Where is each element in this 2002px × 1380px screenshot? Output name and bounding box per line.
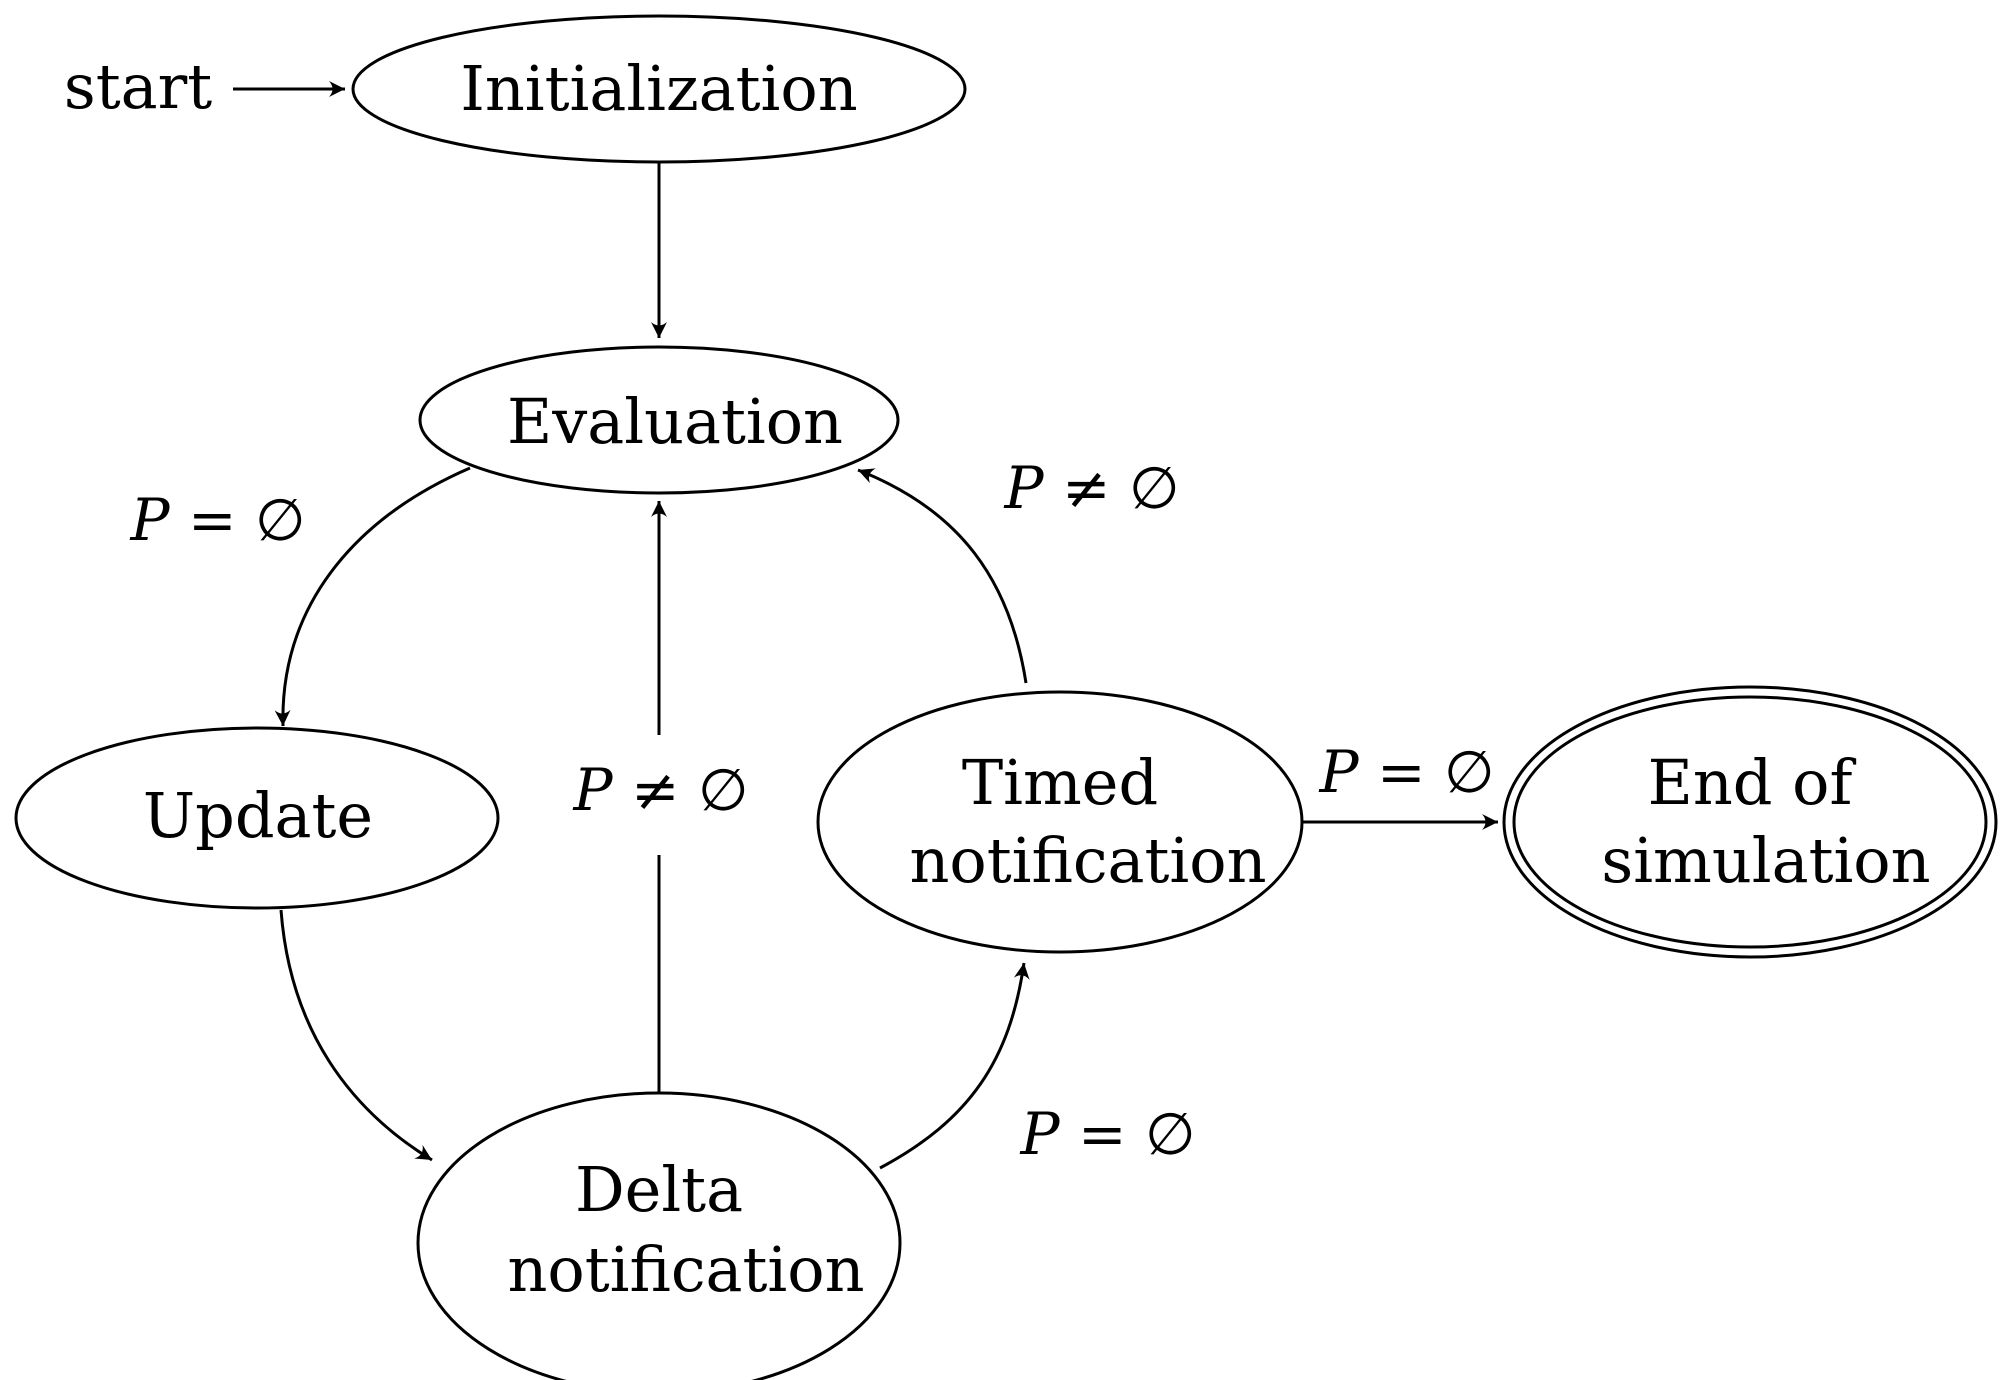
edge-delta-to-timed	[879, 962, 1030, 1170]
edge-label-timed-to-eval-op: ≠ ∅	[1044, 454, 1180, 522]
nodes	[14, 14, 1998, 1380]
edge-label-timed-to-eval: P ≠ ∅	[1003, 454, 1179, 522]
edge-label-delta-to-eval-var: P	[572, 756, 613, 824]
edge-label-delta-to-timed-op: = ∅	[1060, 1100, 1196, 1168]
edge-label-timed-to-end: P = ∅	[1318, 738, 1494, 806]
node-initialization	[351, 14, 967, 164]
edges	[233, 81, 1498, 1170]
edge-update-to-delta	[279, 909, 433, 1162]
end-label-line1: End of	[1648, 746, 1857, 819]
edge-label-delta-to-timed: P = ∅	[1019, 1100, 1195, 1168]
timed-label-line1: Timed	[962, 746, 1158, 819]
node-evaluation	[418, 345, 900, 495]
end-label-line2: simulation	[1601, 824, 1930, 897]
edge-label-delta-to-eval-op: ≠ ∅	[613, 756, 749, 824]
edge-labels: P = ∅ P ≠ ∅ P ≠ ∅ P = ∅ P = ∅	[129, 454, 1494, 1168]
edge-label-eval-to-update-op: = ∅	[170, 486, 306, 554]
node-delta-notification	[416, 1091, 902, 1380]
delta-label-line1: Delta	[575, 1153, 743, 1226]
edge-label-delta-to-eval: P ≠ ∅	[572, 756, 748, 824]
edge-label-timed-to-end-var: P	[1318, 738, 1359, 806]
edge-label-delta-to-timed-var: P	[1019, 1100, 1060, 1168]
edge-label-timed-to-end-op: = ∅	[1359, 738, 1495, 806]
initialization-label: Initialization	[460, 52, 857, 125]
edge-label-timed-to-eval-var: P	[1003, 454, 1044, 522]
update-label: Update	[143, 779, 373, 852]
node-update	[14, 726, 500, 910]
node-timed-notification	[816, 690, 1304, 954]
node-end-of-simulation-inner	[1512, 695, 1988, 949]
start-label: start	[64, 50, 212, 123]
evaluation-label: Evaluation	[507, 385, 843, 458]
edge-label-eval-to-update: P = ∅	[129, 486, 305, 554]
edge-label-eval-to-update-var: P	[129, 486, 170, 554]
timed-label-line2: notification	[909, 824, 1266, 897]
edge-timed-to-evaluation	[857, 468, 1028, 684]
node-labels: start Initialization Evaluation Update D…	[64, 50, 1931, 1306]
delta-label-line2: notification	[507, 1233, 864, 1306]
edge-evaluation-to-update	[274, 466, 471, 727]
